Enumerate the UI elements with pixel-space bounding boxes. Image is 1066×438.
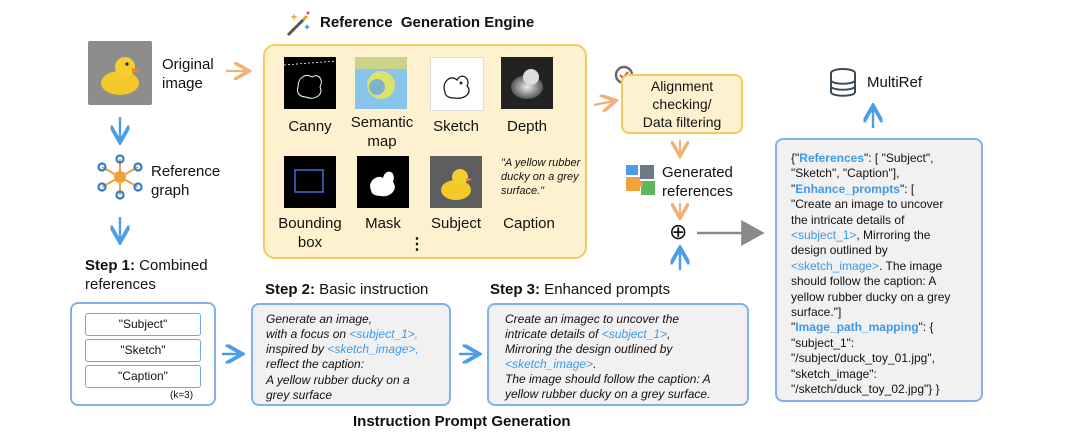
sketch-thumbnail — [430, 57, 484, 111]
canny-label: Canny — [288, 118, 332, 135]
arrow-engine-to-alignment — [593, 101, 614, 105]
pill-sketch: "Sketch" — [85, 339, 201, 362]
puzzle-icon — [624, 163, 660, 204]
original-image-label: Original image — [162, 56, 214, 92]
plus-circle-icon: ⊕ — [669, 219, 688, 244]
alignment-filter-box: Alignment checking/ Data filtering — [621, 74, 743, 134]
multiref-label: MultiRef — [867, 74, 923, 91]
alignment-label: Alignment checking/ Data filtering — [642, 78, 722, 130]
instruction-prompt-generation-title: Instruction Prompt Generation — [353, 413, 571, 430]
step1-heading: Step 1: Combined references — [85, 257, 208, 293]
generated-references-label: Generated references — [662, 164, 733, 200]
subject-thumbnail — [430, 156, 482, 208]
k-value: (k=3) — [170, 390, 194, 401]
original-image-thumbnail — [88, 41, 152, 105]
more-ellipsis: ⋮ — [409, 236, 425, 253]
database-icon — [826, 66, 860, 105]
duck-icon — [101, 57, 140, 95]
step3-panel: Create an imagec to uncover the intricat… — [487, 303, 749, 406]
step2-heading: Step 2: Basic instruction — [265, 281, 429, 298]
canny-thumbnail — [283, 57, 337, 109]
step3-heading: Step 3: Enhanced prompts — [490, 281, 671, 298]
depth-label: Depth — [506, 118, 548, 135]
subject-label: Subject — [430, 215, 482, 232]
depth-thumbnail — [501, 57, 553, 109]
engine-title: Reference Generation Engine — [320, 14, 535, 31]
graph-icon — [96, 153, 144, 206]
semantic-map-thumbnail — [355, 57, 407, 109]
pill-caption: "Caption" — [85, 365, 201, 388]
mask-label: Mask — [365, 215, 401, 232]
json-output-panel: {"References": [ "Subject", "Sketch", "C… — [775, 138, 983, 402]
bounding-box-thumbnail — [284, 156, 336, 208]
reference-graph-label: Reference graph — [151, 163, 221, 199]
caption-label: Caption — [503, 215, 555, 232]
reference-generation-engine: Canny Semantic map Sketch Depth "A yello… — [263, 44, 587, 259]
step2-panel: Generate an image, with a focus on <subj… — [251, 303, 451, 406]
mask-thumbnail — [357, 156, 409, 208]
bounding-box-label: Bounding box — [278, 215, 342, 251]
semantic-map-label: Semantic map — [350, 114, 414, 150]
sketch-label: Sketch — [433, 118, 479, 135]
caption-quote: "A yellow rubber ducky on a grey surface… — [501, 157, 581, 197]
magic-wand-icon — [284, 10, 312, 43]
pill-subject: "Subject" — [85, 313, 201, 336]
